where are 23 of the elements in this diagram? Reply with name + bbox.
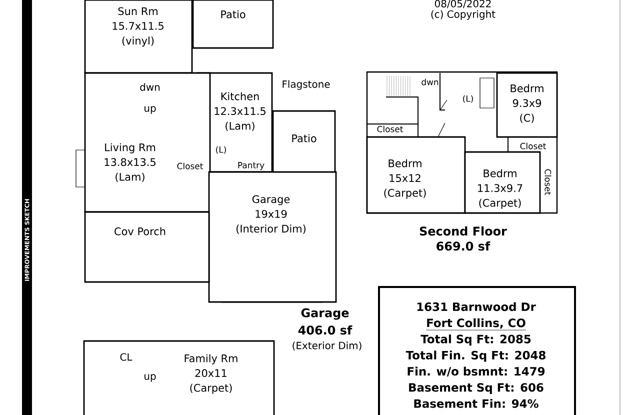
room-label: Flagstone <box>282 80 330 90</box>
room-label: (c) Copyright <box>431 10 496 20</box>
room-label: up <box>144 106 156 114</box>
room-label: up <box>144 374 156 382</box>
room-label: dwn <box>140 83 160 91</box>
area-heading: Garage <box>301 308 349 320</box>
room: Patio <box>192 0 274 49</box>
info-box: 1631 Barnwood Dr Fort Collins, CO Total Sq Ft: 2085 Total Fin. Sq Ft: 2048 Fin. w/o bsmnt: 1479 Basement Sq Ft: 606 Basement Fin: 94% <box>378 286 576 415</box>
area-heading: 406.0 sf <box>298 325 352 335</box>
room-label: 08/05/2022 <box>434 0 491 8</box>
room-label: (L) <box>463 95 473 103</box>
room-label: (L) <box>216 146 226 154</box>
room: Bedrm 11.3x9.7 (Carpet) <box>464 151 541 214</box>
room-label: Closet <box>520 142 546 150</box>
area-heading: 669.0 sf <box>436 241 490 251</box>
room-label: dwn <box>422 78 438 86</box>
room: Cov Porch <box>84 211 210 283</box>
area-heading: Second Floor <box>420 226 507 236</box>
room-label: (Exterior Dim) <box>292 342 362 350</box>
room: Bedrm 9.3x9 (C) <box>496 72 558 138</box>
room: Bedrm 15x12 (Carpet) <box>366 136 466 214</box>
room-label: CL <box>120 353 132 361</box>
room-label: Pantry <box>238 162 264 170</box>
